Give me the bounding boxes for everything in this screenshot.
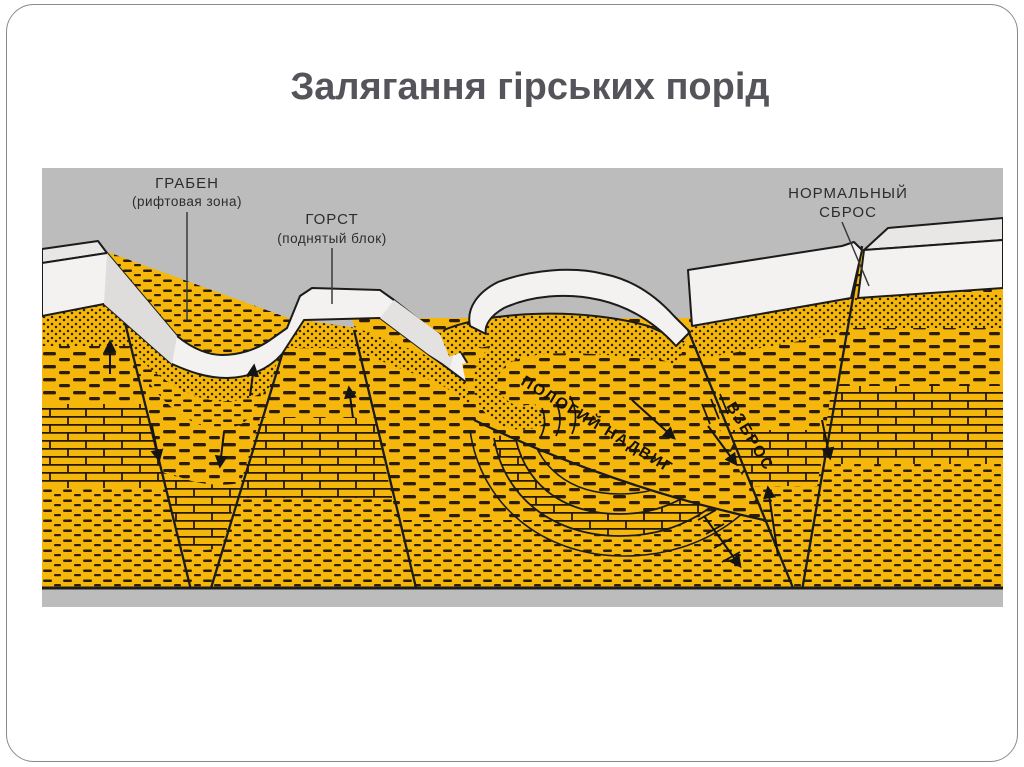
thrust-plane-line (473, 418, 765, 522)
normal-fault-arrow-down (821, 419, 835, 461)
surface-slab-wedge-block (687, 241, 863, 327)
graben-slope-shade (104, 253, 177, 364)
movement-arrows (103, 339, 835, 569)
graben-label: ГРАБЕН (155, 175, 219, 192)
graben-sublabel: (рифтовая зона) (132, 194, 242, 209)
saddle-slope-shade (380, 300, 456, 368)
uplift-arrow-horst-left (246, 363, 260, 397)
thrust-sheet (438, 268, 765, 522)
lower-thrust-arrow (703, 515, 742, 569)
downthrow-arrow-graben-right (214, 431, 228, 469)
thrust-motion-arrow (631, 399, 676, 440)
fold-nose-dotted-hook (473, 329, 656, 430)
right-block-layers (800, 250, 1003, 604)
geology-diagram-svg: ГРАБЕН (рифтовая зона) ГОРСТ (поднятый б… (41, 168, 1004, 607)
fault-hatch-marks (539, 393, 741, 563)
normal-fault-leader-line (841, 221, 870, 287)
horst-label: ГОРСТ (305, 211, 358, 228)
horst-right-fault-line (352, 329, 420, 597)
geology-diagram: ГРАБЕН (рифтовая зона) ГОРСТ (поднятый б… (41, 168, 1004, 607)
label-leader-lines (186, 212, 870, 320)
uplift-arrow-horst-right (343, 385, 357, 419)
normal-fault-label-line1: НОРМАЛЬНЫЙ (788, 184, 908, 202)
normal-fault-label-line2: СБРОС (819, 204, 877, 221)
reverse-fault-arrow-up (763, 485, 779, 557)
normal-fault-line (798, 245, 864, 603)
terrain-surface (41, 240, 475, 383)
surface-slab-right-block (857, 239, 1004, 299)
reverse-fault-arrow-down (707, 425, 738, 467)
downthrow-arrow-graben-left (150, 425, 164, 463)
right-surface-slabs (687, 217, 1004, 327)
foreground-strip (42, 588, 1003, 607)
thrust-sheet-body (462, 353, 764, 520)
reverse-fault-line (686, 329, 802, 606)
right-fault-lines (686, 245, 864, 606)
horst-sublabel: (поднятый блок) (277, 231, 386, 246)
slide-title: Залягання гірських порід (290, 66, 770, 108)
graben-right-fault-line (206, 321, 294, 599)
